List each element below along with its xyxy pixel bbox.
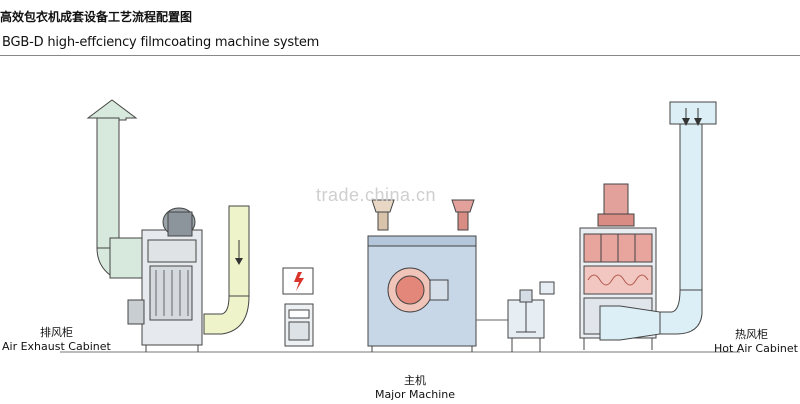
spray-mixing-tank — [476, 281, 555, 352]
major-machine — [367, 199, 477, 352]
title-divider — [0, 55, 800, 56]
supply-air-duct — [203, 205, 250, 335]
hot-air-duct — [599, 101, 717, 341]
title-english: BGB-D high-effciency filmcoating machine… — [2, 35, 320, 50]
electrical-cabinet — [282, 267, 314, 347]
title-chinese: 高效包衣机成套设备工艺流程配置图 — [0, 10, 193, 24]
air-exhaust-label-cn: 排风柜 — [40, 326, 73, 339]
major-machine-label-cn: 主机 — [404, 374, 426, 387]
major-machine-label-en: Major Machine — [374, 388, 456, 401]
hot-air-label-en: Hot Air Cabinet — [714, 342, 798, 355]
air-exhaust-label-en: Air Exhaust Cabinet — [2, 340, 111, 353]
hot-air-label-cn: 热风柜 — [735, 328, 768, 341]
exhaust-duct — [86, 99, 143, 279]
air-exhaust-cabinet — [127, 207, 203, 352]
watermark: trade.china.cn — [316, 185, 437, 205]
